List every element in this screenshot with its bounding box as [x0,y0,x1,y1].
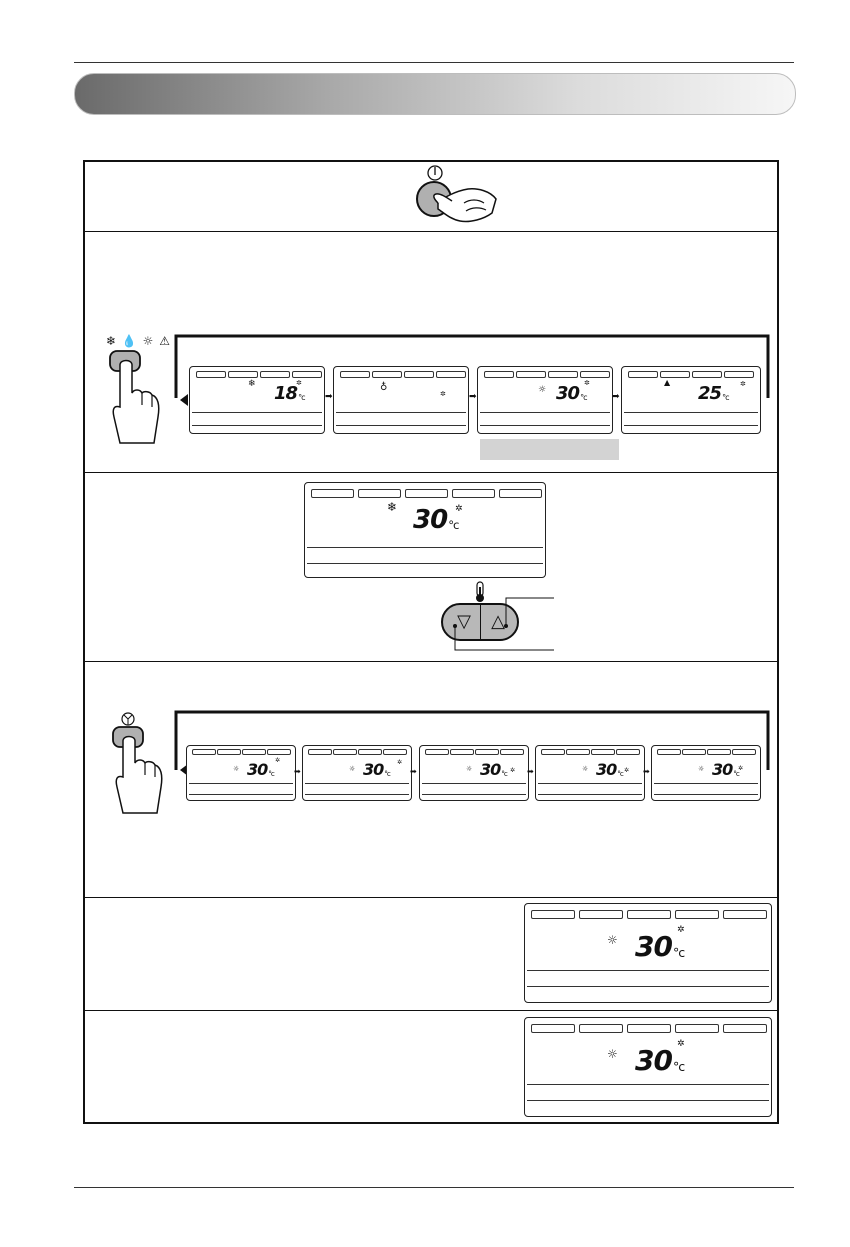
fan-icon: ✲ [296,379,302,387]
lcd-temp: 30°c [635,1044,685,1077]
fan-icon: ✲ [740,380,746,388]
heat-mode-note [480,439,619,460]
lcd-display-auto: ▲ 25°c ✲ [621,366,761,434]
callout-lines [453,597,554,651]
lcd-temp: 30°c [712,760,740,779]
row-divider [83,661,779,662]
fan-button-hand[interactable] [108,711,164,819]
power-icon [427,165,443,181]
arrow-right-icon: ➡ [410,767,417,776]
button-divider [480,605,481,639]
lcd-temp: 30°c [247,760,275,779]
temp-down-button[interactable]: ▽ [457,611,471,632]
lcd-display-cool: ❄ 18°c ✲ [189,366,325,434]
lcd-display-heat: ☼ 30°c ✲ [477,366,613,434]
lcd-display-dry: ♁ ✲ [333,366,469,434]
mode-button-icons: ❄ 💧 ☼ ⚠ [106,334,171,348]
lcd-display-fan-4: ☼ 30°c ✲ [535,745,645,801]
lcd-temp: 30°c [556,383,587,404]
fan-icon: ✲ [584,379,590,387]
fan-icon [121,712,135,726]
lcd-display-fan-5: ☼ 30°c ✲ [651,745,761,801]
mode-cycle-arrow [174,334,770,406]
lcd-temp: 30°c [635,930,685,963]
lcd-temp: 30°c [363,760,391,779]
lcd-display-temp-setting: ❄ 30°c ✲ [304,482,546,578]
lcd-temp: 25°c [698,383,729,404]
fan-icon: ✲ [275,757,281,764]
sun-icon: ☼ [607,933,618,947]
fan-icon: ✲ [510,767,516,774]
section-banner [74,73,796,115]
arrow-right-icon: ➡ [612,392,620,402]
lcd-temp: 30°c [480,760,508,779]
lcd-temp: 18°c [274,383,305,404]
instruction-frame [83,160,779,1124]
row-divider [83,231,779,232]
lcd-temp: 30°c [413,505,459,535]
lcd-temp: 30°c [596,760,624,779]
sun-icon: ☼ [349,765,356,773]
lcd-display-bottom-1: ☼ 30°c ✲ [524,903,772,1003]
fan-icon: ✲ [738,765,744,772]
row-divider [83,897,779,898]
bottom-rule [74,1187,794,1188]
arrow-right-icon: ➡ [527,767,534,776]
sun-icon: ☼ [698,765,705,773]
droplet-icon: ♁ [380,382,388,393]
mode-button-hand[interactable] [108,347,164,451]
sun-icon: ☼ [607,1047,618,1061]
snowflake-icon: ❄ [387,500,398,514]
arrow-right-icon: ➡ [294,767,301,776]
fan-icon: ✲ [677,925,685,935]
temp-up-button[interactable]: △ [491,611,505,632]
fan-icon: ✲ [624,767,630,774]
fan-icon: ✲ [455,504,463,514]
lcd-display-bottom-2: ☼ 30°c ✲ [524,1017,772,1117]
row-divider [83,472,779,473]
fan-icon: ✲ [440,390,446,398]
arrow-right-icon: ➡ [325,392,333,402]
lcd-display-fan-2: ☼ 30°c ✲ [302,745,412,801]
arrow-right-icon: ➡ [469,392,477,402]
sun-icon: ☼ [582,765,589,773]
lcd-display-fan-1: ☼ 30°c ✲ [186,745,296,801]
row-divider [83,1010,779,1011]
fan-icon: ✲ [397,759,403,766]
lcd-display-fan-3: ☼ 30°c ✲ [419,745,529,801]
sun-icon: ☼ [233,765,240,773]
power-button-illustration[interactable] [408,163,504,229]
auto-icon: ▲ [664,378,671,387]
fan-icon: ✲ [677,1039,685,1049]
arrow-right-icon: ➡ [643,767,650,776]
sun-icon: ☼ [466,765,473,773]
sun-icon: ☼ [538,385,547,395]
snowflake-icon: ❄ [248,379,256,389]
top-rule [74,62,794,63]
thermometer-icon [476,581,484,602]
